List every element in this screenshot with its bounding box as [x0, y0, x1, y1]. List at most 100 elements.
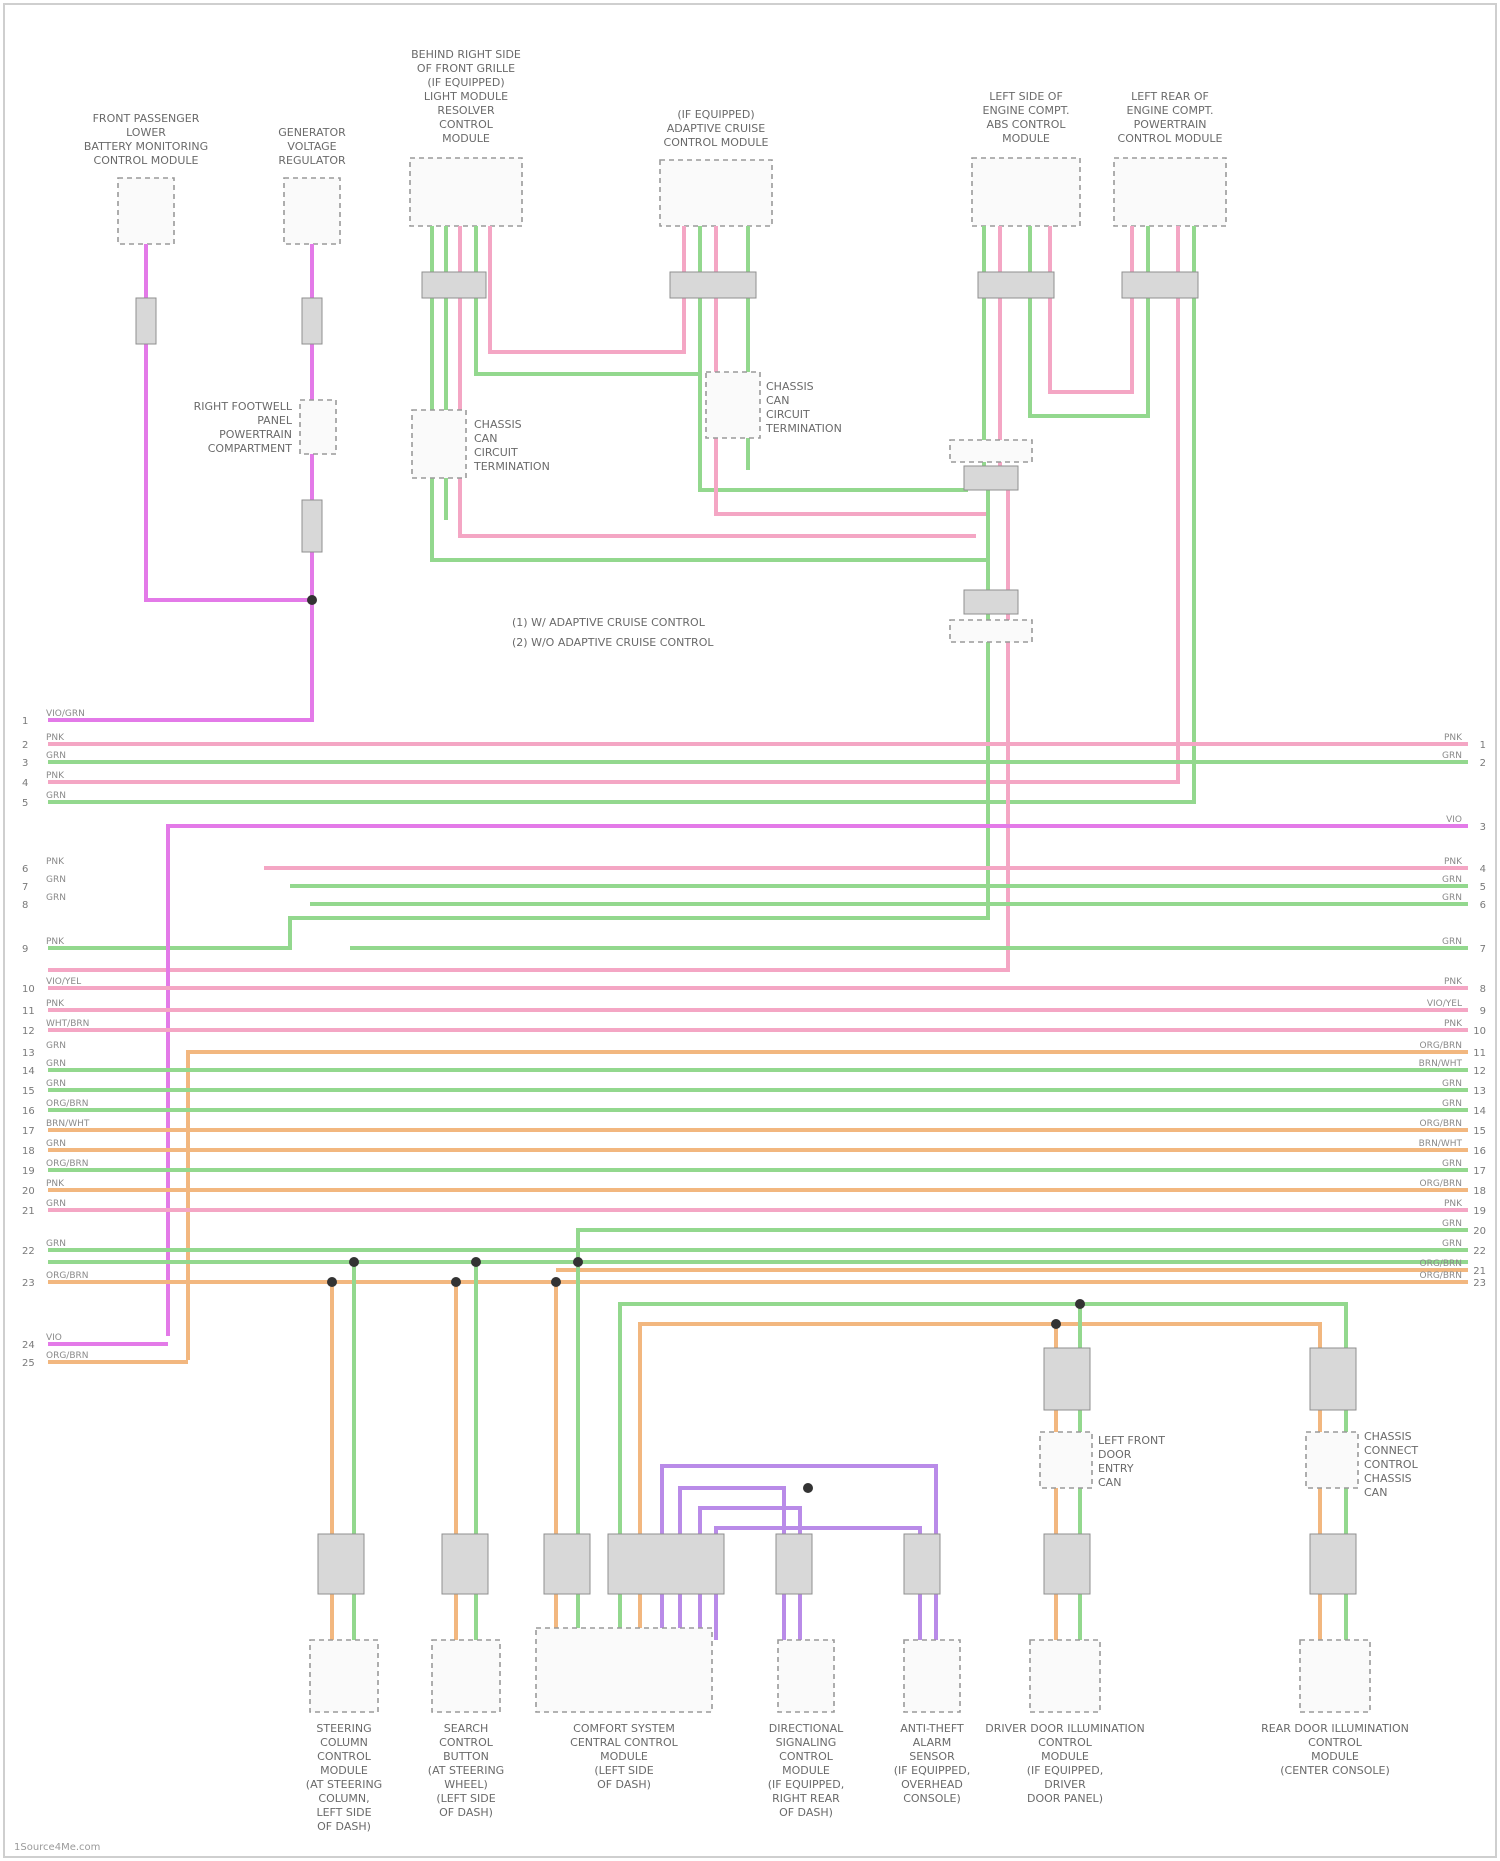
splice-label-line: CHASSIS [766, 380, 814, 393]
component-label-line: CONTROL MODULE [664, 136, 769, 149]
wire-label: GRN [46, 1041, 66, 1051]
adaptive-cruise-module-box [660, 160, 772, 226]
pin-number: 14 [1473, 1106, 1486, 1117]
wire-label: BRN/WHT [1419, 1059, 1463, 1069]
splice-label-line: RIGHT FOOTWELL [194, 400, 293, 413]
wire-label: ORG/BRN [1419, 1041, 1462, 1051]
wire-label: GRN [46, 1239, 66, 1249]
component-label-line: VOLTAGE [287, 140, 336, 153]
component-label-line: LOWER [126, 126, 166, 139]
wire-label: GRN [46, 1079, 66, 1089]
pin-number: 12 [22, 1026, 35, 1037]
splice-box [412, 410, 466, 478]
component-label-line: MODULE [782, 1764, 830, 1777]
pin-number: 18 [1473, 1186, 1486, 1197]
wire-label: ORG/BRN [1419, 1259, 1462, 1269]
light-module-resolver: BEHIND RIGHT SIDE OF FRONT GRILLE (IF EQ… [410, 48, 522, 226]
pin-number: 3 [1480, 822, 1486, 833]
splice-label-line: COMPARTMENT [208, 442, 293, 455]
component-label-line: ALARM [913, 1736, 952, 1749]
component-label-line: CENTRAL CONTROL [570, 1736, 679, 1749]
splice-dot [1051, 1319, 1061, 1329]
battery-monitoring-module-box [118, 178, 174, 244]
component-label-line: (LEFT SIDE [436, 1792, 495, 1805]
component-label-line: (IF EQUIPPED) [427, 76, 504, 89]
pin-number: 17 [1473, 1166, 1486, 1177]
generator-voltage-regulator-box [284, 178, 340, 244]
connector [302, 298, 322, 344]
component-label-line: RESOLVER [437, 104, 495, 117]
wire [716, 226, 988, 514]
pin-number: 15 [22, 1086, 35, 1097]
comfort-system-module-box [536, 1628, 712, 1712]
component-label-line: MODULE [1002, 132, 1050, 145]
pin-number: 1 [1480, 740, 1486, 751]
wire-label: PNK [46, 1179, 65, 1189]
connector [136, 298, 156, 344]
pin-number: 18 [22, 1146, 35, 1157]
pin-number: 7 [1480, 944, 1486, 955]
wire-label: GRN [46, 875, 66, 885]
abs-control-module: LEFT SIDE OF ENGINE COMPT. ABS CONTROL M… [972, 90, 1080, 226]
pin-number: 7 [22, 882, 28, 893]
pin-number: 21 [1473, 1266, 1486, 1277]
pin-number: 8 [22, 900, 28, 911]
pin-number: 9 [1480, 1006, 1486, 1017]
wire-label: GRN [46, 751, 66, 761]
component-label-line: BEHIND RIGHT SIDE [411, 48, 521, 61]
component-label-line: SIGNALING [776, 1736, 837, 1749]
wire-label: GRN [1442, 1159, 1462, 1169]
generator-voltage-regulator: GENERATOR VOLTAGE REGULATOR [278, 126, 346, 244]
component-label-line: OF DASH) [439, 1806, 493, 1819]
pin-number: 9 [22, 944, 28, 955]
pin-number: 19 [22, 1166, 35, 1177]
driver-door-illumination-module-box [1030, 1640, 1100, 1712]
pin-number: 4 [1480, 864, 1486, 875]
connector [608, 1534, 724, 1594]
wire [48, 244, 312, 720]
component-label-line: REGULATOR [278, 154, 346, 167]
component-label-line: BATTERY MONITORING [84, 140, 208, 153]
pin-number: 3 [22, 758, 28, 769]
splice-dot [573, 1257, 583, 1267]
pin-number: 21 [22, 1206, 35, 1217]
wire-label: VIO/YEL [1427, 999, 1462, 1009]
wire-label: GRN [1442, 893, 1462, 903]
wire-label: PNK [46, 857, 65, 867]
wire-label: GRN [1442, 1219, 1462, 1229]
pin-number: 12 [1473, 1066, 1486, 1077]
splice-label-line: DOOR [1098, 1448, 1132, 1461]
component-label-line: (IF EQUIPPED, [768, 1778, 844, 1791]
pin-number: 6 [22, 864, 28, 875]
splice-dot [471, 1257, 481, 1267]
pin-number: 22 [22, 1246, 35, 1257]
splice-dot [349, 1257, 359, 1267]
wire [490, 226, 684, 352]
connector [1044, 1534, 1090, 1594]
wire [620, 1304, 1346, 1640]
component-label-line: ENGINE COMPT. [983, 104, 1070, 117]
rear-door-illumination-module-box [1300, 1640, 1370, 1712]
light-module-resolver-box [410, 158, 522, 226]
component-label-line: CONTROL [1038, 1736, 1093, 1749]
splice-box [1306, 1432, 1358, 1488]
wire [716, 1528, 920, 1640]
left-wire-labels: 1VIO/GRN2PNK3GRN4PNK5GRN6PNK7GRN8GRN9PNK… [22, 709, 90, 1369]
wire-label: BRN/WHT [46, 1119, 90, 1129]
component-label-line: CONTROL MODULE [94, 154, 199, 167]
pin-number: 5 [1480, 882, 1486, 893]
connector [442, 1534, 488, 1594]
component-label-line: CONTROL [779, 1750, 834, 1763]
component-label-line: (IF EQUIPPED, [894, 1764, 970, 1777]
wire-label: ORG/BRN [1419, 1271, 1462, 1281]
component-label-line: (IF EQUIPPED, [1027, 1764, 1103, 1777]
component-label-line: WHEEL) [444, 1778, 487, 1791]
splice-label-line: POWERTRAIN [219, 428, 292, 441]
component-label-line: SEARCH [444, 1722, 489, 1735]
wire-label: ORG/BRN [1419, 1179, 1462, 1189]
component-label-line: ABS CONTROL [986, 118, 1066, 131]
powertrain-control-module: LEFT REAR OF ENGINE COMPT. POWERTRAIN CO… [1114, 90, 1226, 226]
component-label-line: OF FRONT GRILLE [417, 62, 515, 75]
connector [670, 272, 756, 298]
splice-dot [803, 1483, 813, 1493]
